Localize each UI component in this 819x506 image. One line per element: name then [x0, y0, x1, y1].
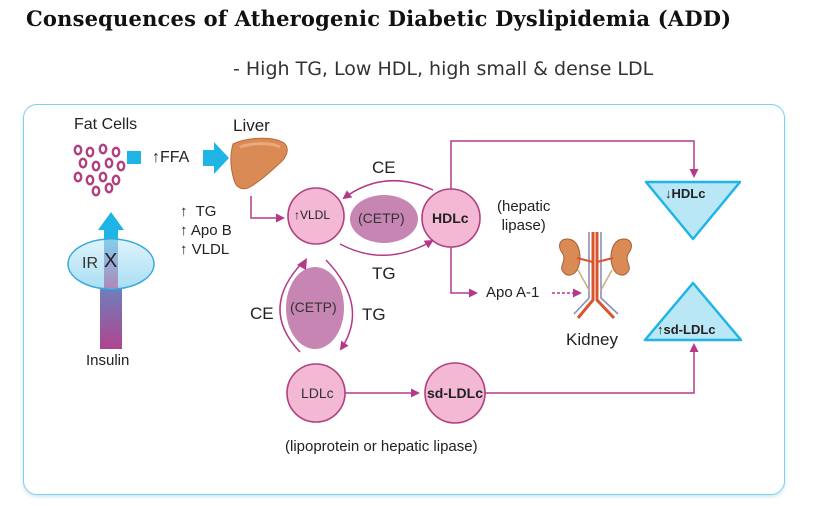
- hdl-to-apoa1-arrow: [450, 247, 478, 298]
- hepatic-lipase-label: (hepatic lipase): [497, 198, 551, 234]
- cetp-left-label: (CETP): [290, 299, 337, 315]
- page-title: Consequences of Atherogenic Diabetic Dys…: [26, 6, 732, 31]
- lipase-note-label: (lipoprotein or hepatic lipase): [285, 438, 478, 455]
- low-hdlc-label: ↓HDLc: [665, 186, 706, 201]
- vldl-up-item: ↑ VLDL: [180, 241, 230, 258]
- ir-label: IR: [82, 255, 98, 272]
- vldl-node: [287, 187, 345, 245]
- ldlc-node-label: LDLc: [301, 385, 334, 401]
- cetp-top-node: [350, 195, 418, 243]
- ffa-square-icon: [127, 151, 141, 164]
- sd-ldlc-to-triangle-line: [485, 343, 699, 394]
- insulin-label: Insulin: [86, 352, 130, 369]
- vldl-node-label: ↑VLDL: [294, 208, 331, 222]
- tg-mid-label: TG: [372, 264, 396, 283]
- ffa-label: ↑FFA: [152, 149, 189, 167]
- tg-up-item: ↑ TG: [180, 203, 217, 220]
- high-sd-ldlc-label: ↑sd-LDLc: [657, 322, 716, 337]
- low-hdlc-triangle: [644, 180, 742, 241]
- hdlc-node-label: HDLc: [432, 210, 469, 226]
- fat-cells-label: Fat Cells: [74, 116, 138, 133]
- ce-left-arrow: [279, 260, 305, 353]
- tg-right-label: TG: [362, 305, 386, 324]
- apob-up-item: ↑ Apo B: [180, 222, 232, 239]
- liver-to-vldl-arrow: [250, 196, 285, 223]
- ir-x-mark: X: [104, 250, 118, 272]
- ce-left-label: CE: [250, 304, 274, 323]
- liver-icon: [230, 137, 288, 190]
- fat-cells-icon: [73, 143, 126, 197]
- tg-right-arrow: [325, 259, 354, 351]
- ce-left-arrowhead: [297, 258, 307, 270]
- ffa-to-liver-arrow: [203, 142, 229, 174]
- kidney-label: Kidney: [566, 330, 618, 349]
- cetp-top-label: (CETP): [358, 210, 405, 226]
- page-subtitle: - High TG, Low HDL, high small & dense L…: [233, 58, 654, 80]
- high-sd-ldlc-triangle: [643, 281, 743, 342]
- liver-outputs-list: ↑ TG ↑ Apo B ↑ VLDL: [180, 202, 232, 259]
- tg-mid-arrow: [339, 240, 434, 257]
- hdl-to-low-hdlc-line: [450, 140, 699, 189]
- kidney-icon: [559, 232, 632, 320]
- diagram-panel: [23, 104, 785, 495]
- cetp-left-node: [286, 267, 344, 349]
- liver-label: Liver: [233, 116, 270, 135]
- ffa-up-arrow: ↑: [152, 149, 160, 166]
- ce-top-label: CE: [372, 158, 396, 177]
- ffa-text: FFA: [160, 149, 190, 166]
- sd-ldlc-node-label: sd-LDLc: [427, 385, 483, 401]
- ce-top-arrow: [342, 179, 434, 200]
- apo-a1-label: Apo A-1: [486, 284, 540, 301]
